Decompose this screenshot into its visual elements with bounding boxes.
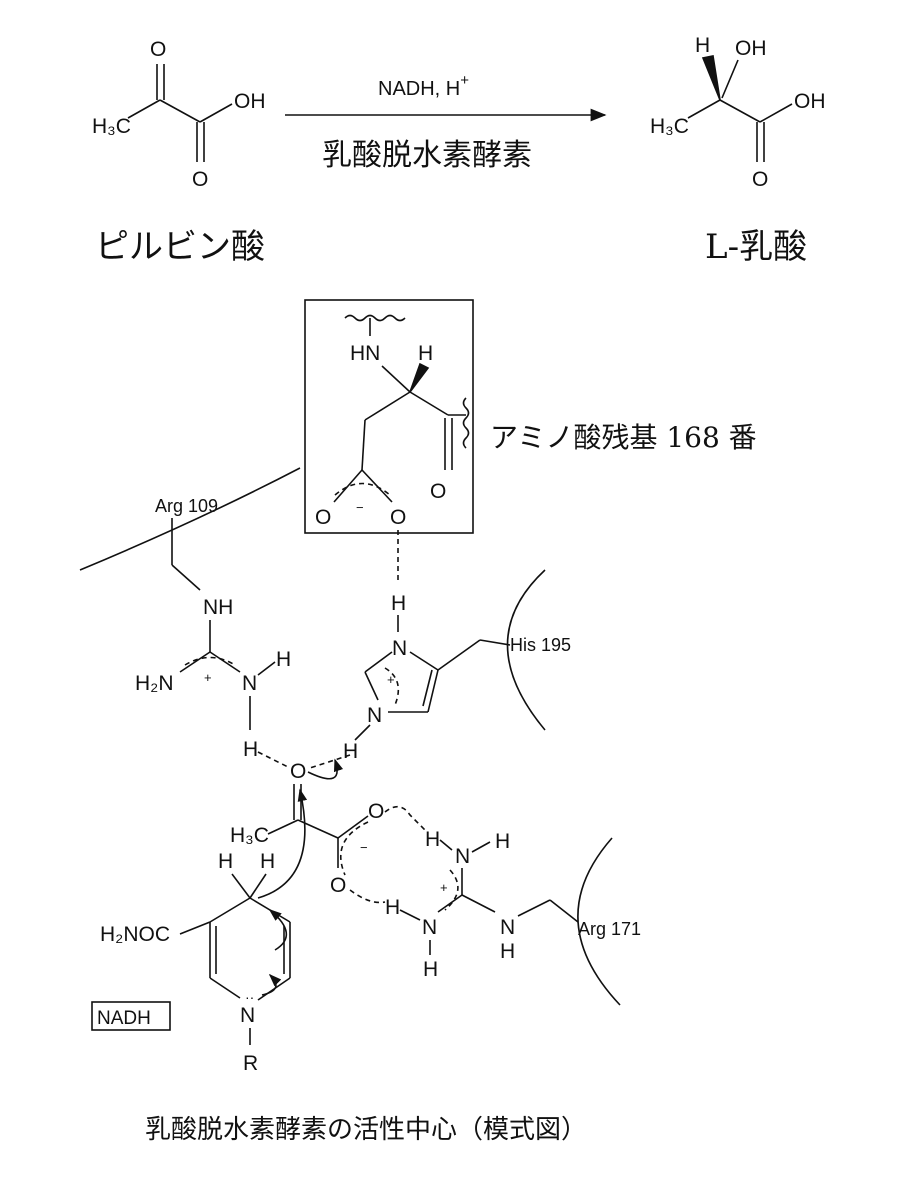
arg109-label: Arg 109 xyxy=(155,496,218,516)
his-195: H N N + His 195 H xyxy=(343,530,571,763)
atom-o: O xyxy=(192,168,208,191)
atom-h: H xyxy=(276,648,291,671)
atom-n: N xyxy=(455,845,470,868)
minus-charge: − xyxy=(360,840,368,855)
atom-h: H xyxy=(423,958,438,981)
nadh-label: NADH xyxy=(97,1008,151,1029)
nadh-structure: H H H₂NOC N ·· R NADH xyxy=(91,788,308,1075)
atom-h: H xyxy=(495,830,510,853)
minus-charge: − xyxy=(356,500,364,515)
atom-h: H xyxy=(425,828,440,851)
atom-o: O xyxy=(315,506,331,529)
arg-171: H N H + H N H N H Arg 171 xyxy=(385,828,641,1006)
atom-r: R xyxy=(243,1052,258,1075)
atom-oh: OH xyxy=(794,90,826,113)
atom-o: O xyxy=(290,760,306,783)
atom-h: H xyxy=(243,738,258,761)
atom-h: H xyxy=(695,34,710,57)
atom-h: H xyxy=(385,896,400,919)
atom-n: N xyxy=(240,1004,255,1027)
atom-oh: OH xyxy=(735,37,767,60)
atom-hn: HN xyxy=(350,342,380,365)
atom-o: O xyxy=(390,506,406,529)
reagents-label: NADH, H+ xyxy=(378,72,469,100)
plus-charge: + xyxy=(440,880,448,895)
lone-pair: ·· xyxy=(245,989,254,1005)
enzyme-label: 乳酸脱水素酵素 xyxy=(322,138,532,173)
pyruvate-label: ピルビン酸 xyxy=(95,227,265,267)
atom-o: O xyxy=(368,800,384,823)
lactate-structure: H OH H₃C O OH xyxy=(650,34,826,191)
arg171-label: Arg 171 xyxy=(578,919,641,939)
atom-h: H xyxy=(500,940,515,963)
residue-168: HN H O − O O xyxy=(304,299,474,534)
atom-h3c: H₃C xyxy=(92,115,131,138)
atom-h: H xyxy=(391,592,406,615)
atom-h: H xyxy=(260,850,275,873)
atom-nh: NH xyxy=(203,596,233,619)
atom-o: O xyxy=(330,874,346,897)
atom-n: N xyxy=(422,916,437,939)
atom-n: N xyxy=(392,637,407,660)
atom-o: O xyxy=(430,480,446,503)
his195-label: His 195 xyxy=(510,635,571,655)
diagram-caption: 乳酸脱水素酵素の活性中心（模式図） xyxy=(145,1115,587,1145)
atom-h2noc: H₂NOC xyxy=(100,923,170,946)
plus-charge: + xyxy=(204,670,212,685)
atom-h2n: H₂N xyxy=(135,672,173,695)
atom-n: N xyxy=(500,916,515,939)
pyruvate-structure: O H₃C O OH xyxy=(92,38,266,191)
atom-n: N xyxy=(367,704,382,727)
lactate-label: L-乳酸 xyxy=(705,227,807,267)
atom-h3c: H₃C xyxy=(230,824,269,847)
atom-oh: OH xyxy=(234,90,266,113)
atom-h: H xyxy=(418,342,433,365)
residue-168-label: アミノ酸残基 168 番 xyxy=(490,421,757,454)
atom-h: H xyxy=(218,850,233,873)
atom-h3c: H₃C xyxy=(650,115,689,138)
atom-o: O xyxy=(752,168,768,191)
atom-h: H xyxy=(343,740,358,763)
atom-n: N xyxy=(242,672,257,695)
plus-charge: + xyxy=(387,672,395,687)
arg-109: Arg 109 NH + H₂N N H H xyxy=(79,467,301,761)
bound-pyruvate: O H₃C O O − xyxy=(230,751,426,904)
atom-o: O xyxy=(150,38,166,61)
